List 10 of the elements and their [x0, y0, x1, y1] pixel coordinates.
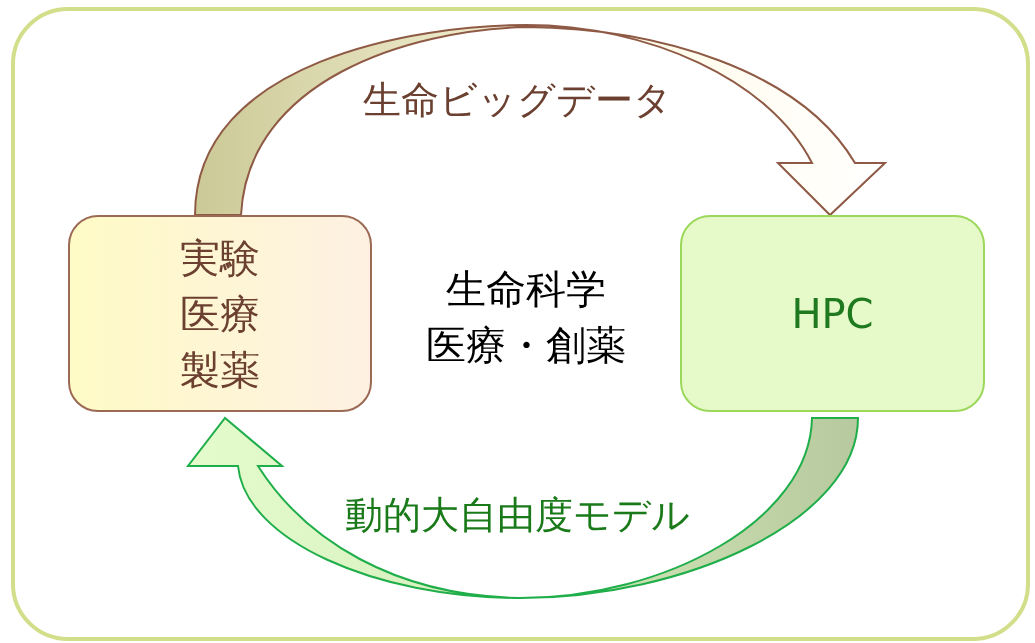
box-text: 製薬 — [180, 345, 260, 395]
center-text: 医療・創薬 — [426, 321, 626, 370]
curved-block-arrow — [194, 24, 886, 216]
curved-block-arrow — [187, 417, 859, 599]
process-box — [680, 215, 985, 412]
box-text: 医療 — [180, 289, 260, 339]
center-text: 生命科学 — [446, 265, 606, 314]
box-text: HPC — [791, 289, 874, 339]
box-text: 実験 — [180, 233, 260, 283]
process-box — [68, 215, 372, 412]
